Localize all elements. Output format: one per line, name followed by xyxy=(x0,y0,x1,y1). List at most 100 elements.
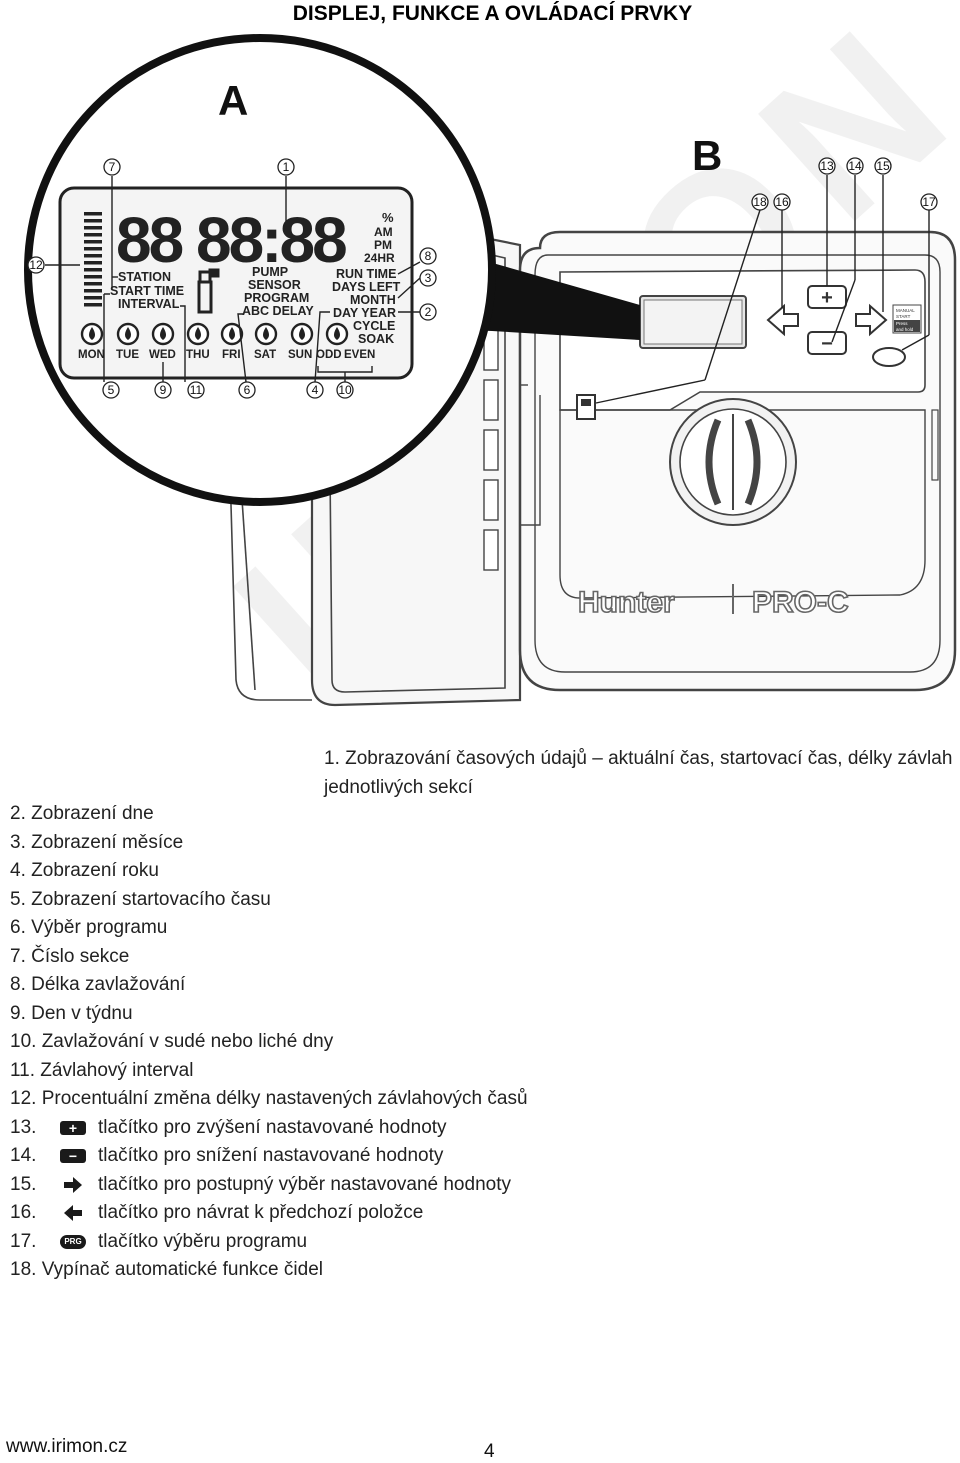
callout-16: 16 xyxy=(773,193,791,308)
controller-right-arrow-button[interactable] xyxy=(855,303,888,337)
svg-text:SENSOR: SENSOR xyxy=(248,278,301,292)
legend-item: 9. Den v týdnu xyxy=(10,1002,133,1024)
svg-text:PUMP: PUMP xyxy=(252,265,288,279)
svg-text:−: − xyxy=(821,333,833,355)
legend-item: 8. Délka zavlažování xyxy=(10,974,186,995)
svg-text:EVEN: EVEN xyxy=(344,349,375,361)
svg-text:and hold: and hold xyxy=(896,327,914,332)
controller-left-arrow-button[interactable] xyxy=(766,303,799,337)
callout-3: 3 xyxy=(397,269,437,299)
weekday-labels: MON TUE WED THU FRI SAT SUN ODD EVEN xyxy=(78,349,375,361)
callout-15: 15 xyxy=(874,157,892,312)
svg-text:7: 7 xyxy=(109,160,116,174)
svg-text:START: START xyxy=(896,314,911,319)
svg-text:START TIME: START TIME xyxy=(110,284,184,298)
legend-item: 5. Zobrazení startovacího času xyxy=(10,888,271,910)
legend-item: 15. tlačítko pro postupný výběr nastavov… xyxy=(10,1173,511,1195)
right-arrow-icon xyxy=(64,1176,82,1193)
svg-text:RUN TIME: RUN TIME xyxy=(336,267,396,281)
svg-text:SOAK: SOAK xyxy=(358,332,394,346)
legend-item: 3. Zobrazení měsíce xyxy=(10,831,184,853)
svg-text:ABC DELAY: ABC DELAY xyxy=(242,304,314,318)
svg-text:18: 18 xyxy=(753,195,767,209)
callout-18: 18 xyxy=(595,193,769,404)
callout-11: 11 xyxy=(180,305,205,399)
controller-callouts: 13 14 15 18 16 17 xyxy=(595,157,938,404)
svg-text:4: 4 xyxy=(312,383,319,397)
legend-item: 2. Zobrazení dne xyxy=(10,803,154,824)
svg-text:PM: PM xyxy=(374,238,392,252)
legend-item: 18. Vypínač automatické funkce čidel xyxy=(10,1259,323,1280)
controller-plus-button[interactable]: + xyxy=(807,285,847,309)
minus-button-icon: − xyxy=(60,1149,86,1164)
svg-text:3: 3 xyxy=(425,271,432,285)
caption-item-1: 1. Zobrazování časových údajů – aktuální… xyxy=(324,748,953,798)
svg-text:ODD: ODD xyxy=(316,349,342,361)
left-arrow-icon xyxy=(64,1205,82,1222)
svg-text:1: 1 xyxy=(283,160,290,174)
svg-text:CYCLE: CYCLE xyxy=(353,319,395,333)
svg-text:Press: Press xyxy=(896,321,908,326)
svg-text:15: 15 xyxy=(876,159,890,173)
callout-8: 8 xyxy=(397,247,437,275)
svg-text:16: 16 xyxy=(775,195,789,209)
brand-logo: Hunter xyxy=(578,586,675,619)
page-title: DISPLEJ, FUNKCE A OVLÁDACÍ PRVKY xyxy=(292,2,693,25)
svg-text:FRI: FRI xyxy=(222,349,241,361)
legend-item: 10. Zavlažování v sudé nebo liché dny xyxy=(10,1031,334,1052)
svg-text:+: + xyxy=(821,287,833,309)
callout-5: 5 xyxy=(102,293,120,399)
callout-17: 17 xyxy=(901,193,938,351)
svg-text:MONTH: MONTH xyxy=(350,293,396,307)
program-dial[interactable] xyxy=(669,398,797,526)
legend-item: 4. Zobrazení roku xyxy=(10,860,159,881)
callout-13: 13 xyxy=(818,157,836,286)
svg-text:SUN: SUN xyxy=(288,349,312,361)
svg-text:13: 13 xyxy=(820,159,834,173)
callout-10: 10 xyxy=(317,366,373,399)
controller-minus-button[interactable]: − xyxy=(807,331,847,355)
svg-text:11: 11 xyxy=(190,383,203,397)
svg-text:8: 8 xyxy=(425,249,432,263)
sensor-icon xyxy=(197,268,220,314)
legend-item: 16. tlačítko pro návrat k předchozí polo… xyxy=(10,1202,424,1223)
footer-url[interactable]: www.irimon.cz xyxy=(6,1436,128,1457)
callout-1: 1 xyxy=(277,158,295,222)
svg-text:TUE: TUE xyxy=(116,349,139,361)
callout-4: 4 xyxy=(306,311,330,399)
controller-diagram: + − MANUAL START Press and hold Hunter P… xyxy=(24,34,957,707)
legend-list: 2. Zobrazení dne 3. Zobrazení měsíce 4. … xyxy=(10,800,528,1285)
svg-text:10: 10 xyxy=(338,383,352,397)
svg-text:14: 14 xyxy=(848,159,862,173)
model-label: PRO-C xyxy=(752,586,849,619)
svg-text:17: 17 xyxy=(922,195,936,209)
legend-item: 6. Výběr programu xyxy=(10,917,168,938)
legend-item: 12. Procentuální změna délky nastavených… xyxy=(10,1088,528,1109)
svg-text:PROGRAM: PROGRAM xyxy=(244,291,309,305)
svg-text:STATION: STATION xyxy=(118,270,171,284)
manual-start-label: MANUAL START Press and hold xyxy=(892,304,922,334)
svg-text:DAYS LEFT: DAYS LEFT xyxy=(332,280,401,294)
callout-12: 12 xyxy=(27,256,80,274)
percent-bars xyxy=(84,212,102,307)
svg-text:SAT: SAT xyxy=(254,349,276,361)
callout-9: 9 xyxy=(154,362,172,399)
sensor-bypass-switch[interactable] xyxy=(576,394,596,420)
legend-item: 17. PRG tlačítko výběru programu xyxy=(10,1230,308,1252)
svg-text:5: 5 xyxy=(108,383,115,397)
plus-button-icon: + xyxy=(60,1120,86,1135)
svg-text:MON: MON xyxy=(78,349,105,361)
legend-item: 7. Číslo sekce xyxy=(10,945,130,967)
svg-text:12: 12 xyxy=(29,258,43,272)
legend-item: 13. + tlačítko pro zvýšení nastavované h… xyxy=(10,1116,447,1138)
lcd-callouts: 1 7 12 8 3 2 xyxy=(27,158,437,399)
controller-prg-button[interactable] xyxy=(872,347,906,367)
svg-text:6: 6 xyxy=(244,383,251,397)
svg-text:INTERVAL: INTERVAL xyxy=(118,297,180,311)
lcd-display: 88 88:88 % AM PM 24HR STATION START TIME… xyxy=(58,186,414,380)
svg-text:%: % xyxy=(382,210,394,225)
svg-text:AM: AM xyxy=(374,225,393,239)
svg-text:WED: WED xyxy=(149,349,176,361)
lcd-digits: 88 88:88 xyxy=(116,204,346,276)
label-b: B xyxy=(692,132,722,179)
